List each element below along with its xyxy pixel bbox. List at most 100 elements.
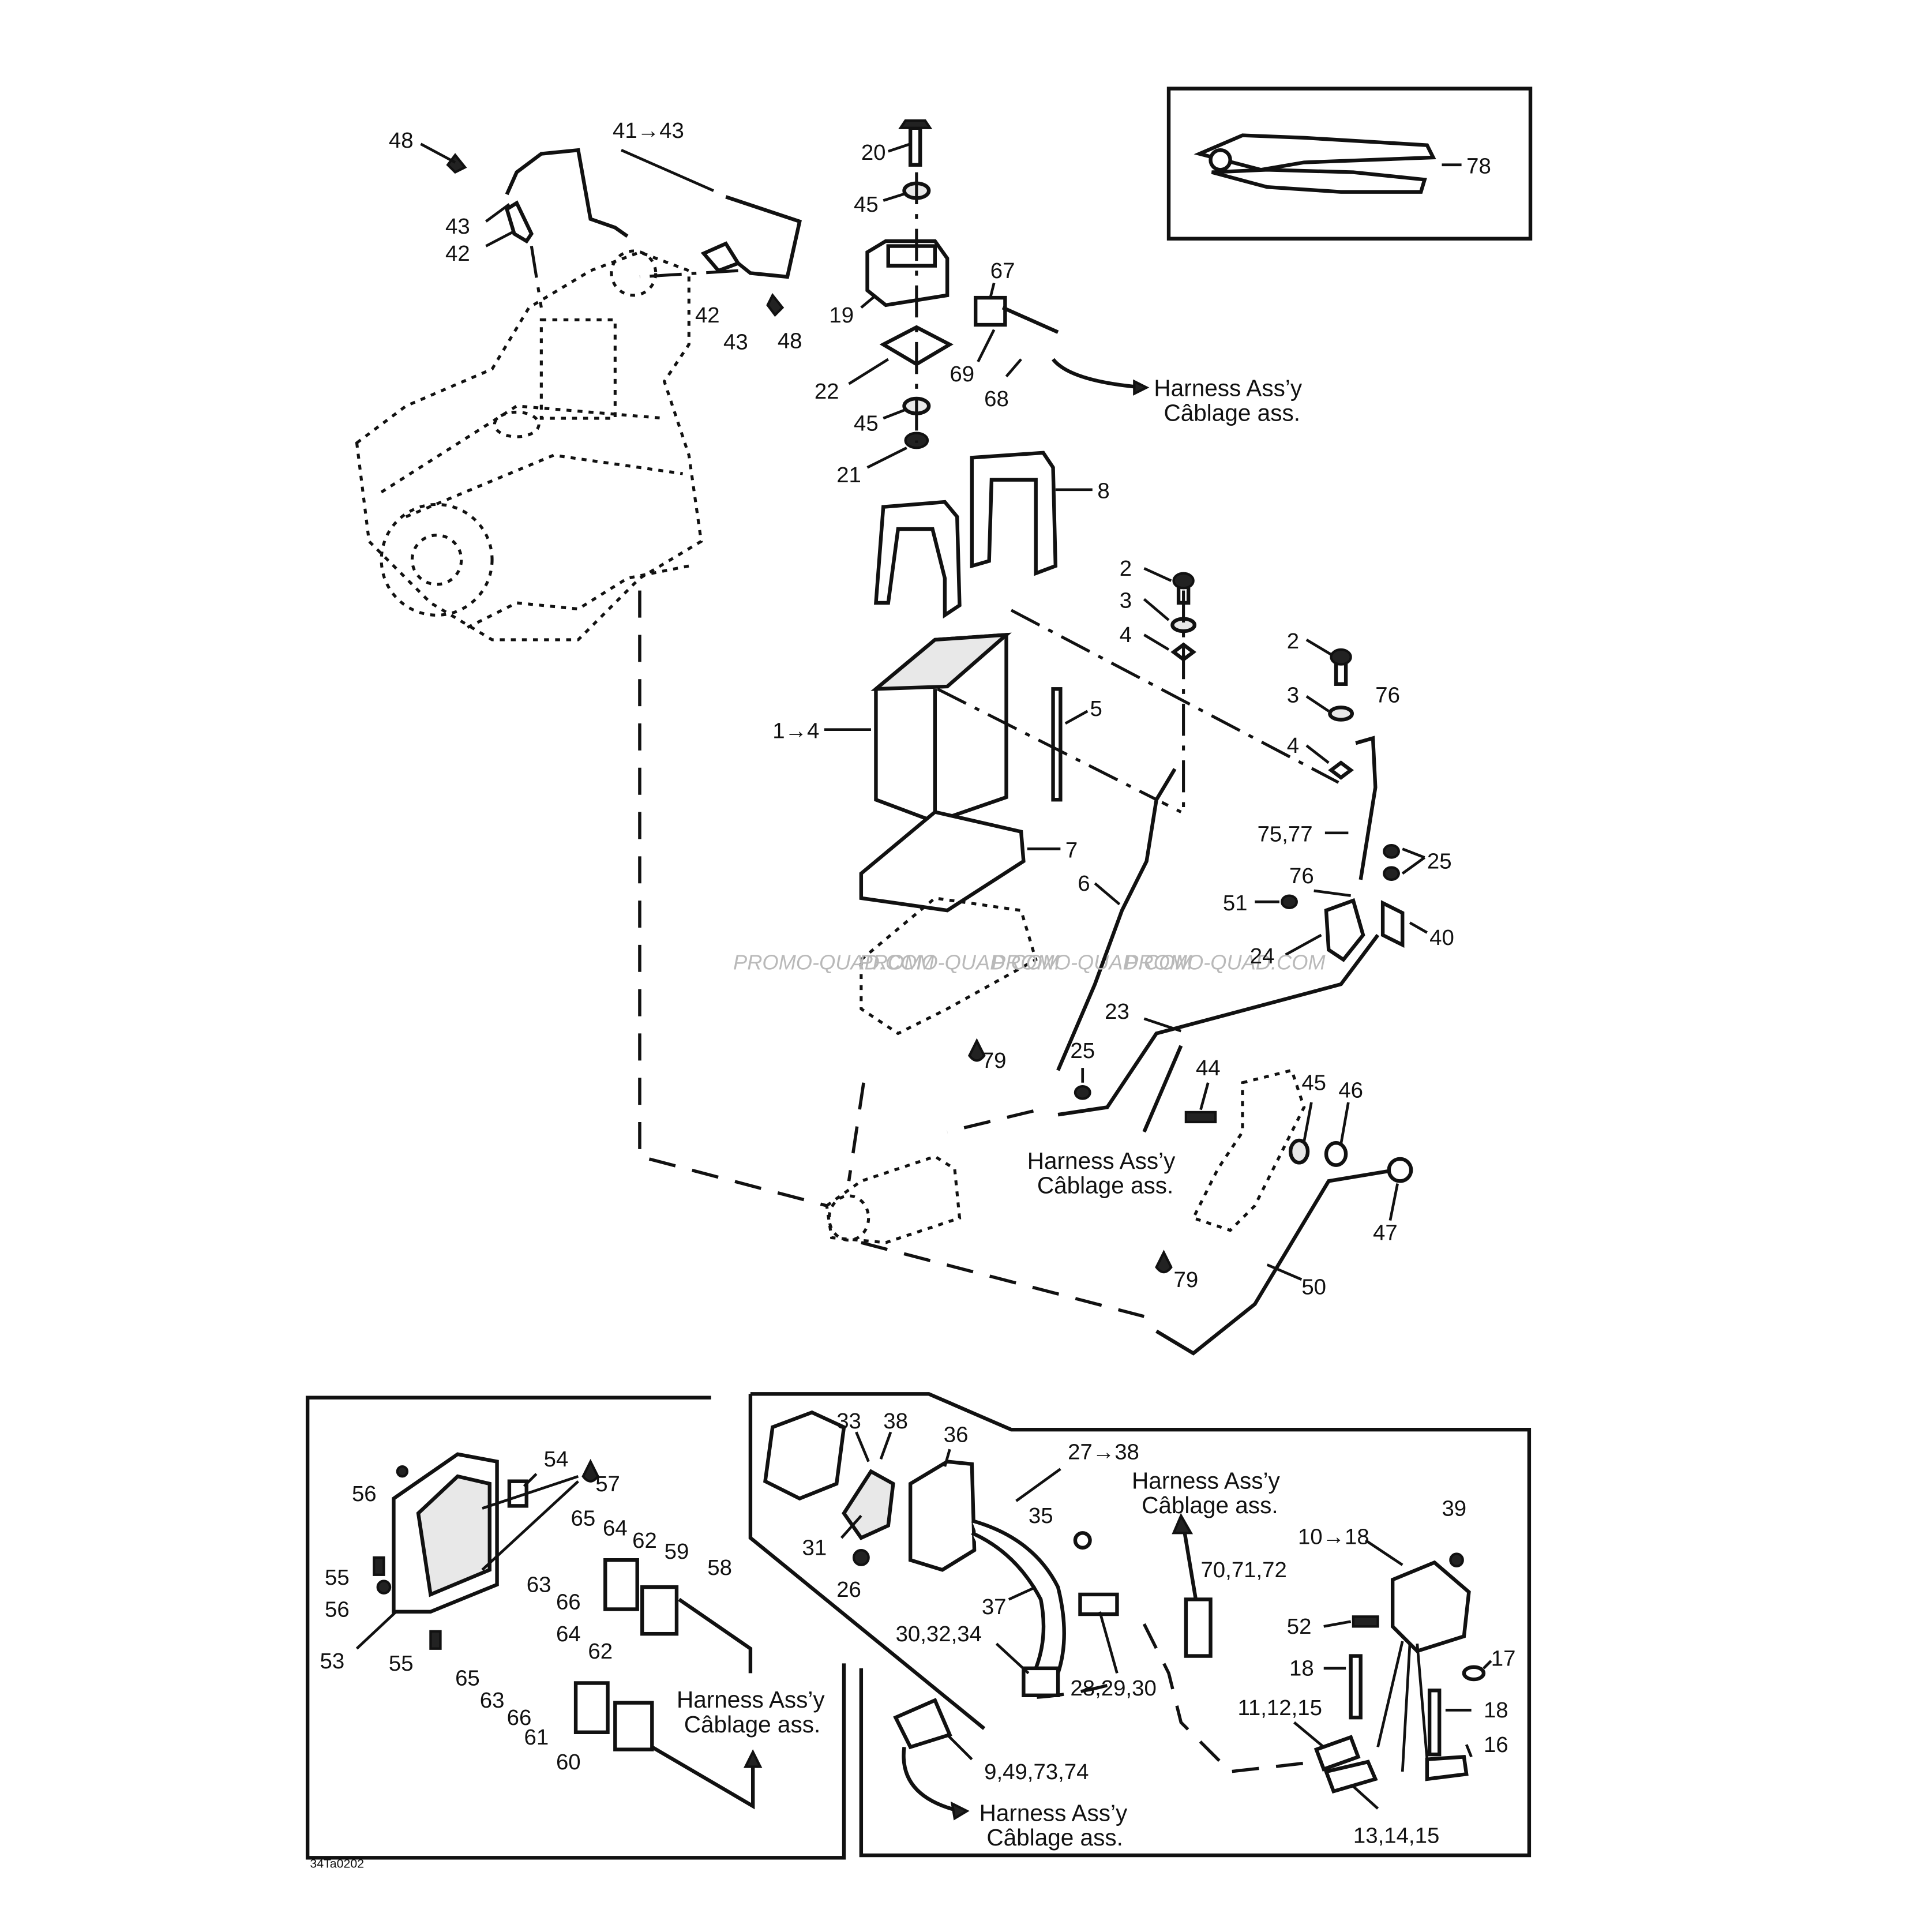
callout-43: 43 [445,214,470,239]
leader-52 [1323,1620,1352,1628]
bolt-20 [908,126,922,167]
callout-67: 67 [990,258,1015,283]
ground-bracket [1184,1068,1413,1232]
nut-25-a [1383,844,1400,859]
engine-detail-2 [405,453,683,519]
callout-65: 65 [455,1666,480,1691]
leader-41-43 [621,149,714,192]
harness-label-en: Harness Ass’y [1132,1468,1280,1494]
leader-27-38 [1015,1468,1061,1502]
solenoid-area [1255,844,1428,962]
callout-79: 79 [1174,1267,1199,1292]
arrow-60-head [743,1749,763,1768]
regulator-wires [1376,1641,1429,1772]
callout-42: 42 [445,241,470,266]
connector-11-12-15 [1313,1735,1361,1772]
leader-3-center [1143,598,1170,621]
callout-18: 18 [1289,1656,1314,1681]
starter-side-dash [847,1082,865,1181]
leader-10-18 [1364,1539,1403,1566]
strap-left [873,500,962,619]
callout-64: 64 [603,1516,628,1541]
callout-37: 37 [982,1595,1007,1619]
terminal-16 [1425,1755,1469,1781]
callout-68: 68 [984,387,1009,411]
cover-40 [1380,900,1405,948]
leader-19 [860,294,877,309]
harness-label-bottom: Harness Ass’y Câblage ass. [979,1799,1128,1851]
callout-57: 57 [595,1472,620,1496]
fastener-56-top [396,1465,409,1478]
callout-30-32-34: 30,32,34 [896,1622,982,1646]
leader-40 [1409,921,1428,934]
harness-label-fr: Câblage ass. [1142,1492,1278,1518]
callout-70-71-72: 70,71,72 [1200,1558,1286,1582]
engine-flywheel [380,502,494,617]
boot-42-right [700,241,741,273]
arrow-to-harness-top [1052,358,1144,389]
bolt-20-head [898,119,933,129]
callout-45: 45 [854,411,879,436]
nut-25-b [1383,866,1400,881]
connector-28-29-30 [1078,1592,1119,1616]
harness-label-cdi: Harness Ass’y Câblage ass. [1132,1468,1280,1519]
callout-1-4: 1→4 [772,719,819,744]
leader-2-right [1305,638,1332,656]
callout-46: 46 [1338,1078,1363,1102]
callout-7: 7 [1065,838,1078,862]
callout-48: 48 [389,128,414,153]
wire-dash-30 [1021,1684,1108,1700]
leader-30-32-34 [995,1642,1030,1675]
ecu-box [305,1395,846,1860]
cable-6 [1056,768,1177,1071]
battery-tray-7 [859,810,1026,913]
arrow-9-harness [902,1746,960,1813]
terminal-hardware-center [1143,567,1197,812]
leader-4-center [1143,633,1170,651]
connector-61 [573,1681,610,1734]
terminal-hardware-right [1305,638,1354,780]
leader-45-bracket [1303,1102,1313,1142]
centerline-wire-left [530,246,543,308]
harness-label-fr: Câblage ass. [986,1824,1123,1851]
leader-47 [1388,1183,1399,1221]
bolt-44 [1184,1111,1217,1124]
engine-to-starter-dash [638,590,827,1207]
callout-11-12-15: 11,12,15 [1237,1695,1322,1720]
callout-79: 79 [982,1048,1007,1073]
wire-43-left [505,148,629,238]
callout-18: 18 [1484,1698,1508,1723]
callout-75-77: 75,77 [1258,822,1313,847]
boot-42-left [504,200,534,244]
screw-26 [852,1549,870,1566]
arrow-70-head [1172,1513,1194,1535]
callout-48: 48 [778,329,802,354]
callout-62: 62 [588,1639,613,1664]
leader-3-right [1305,695,1330,712]
leader-69 [977,329,996,363]
callout-27-38: 27→38 [1068,1439,1139,1464]
tie-17 [1462,1665,1486,1682]
harness-label-fr: Câblage ass. [1037,1172,1174,1199]
callout-56: 56 [352,1481,377,1506]
fastener-56-lower [376,1580,392,1595]
solenoid-24 [1324,898,1365,962]
leader-9-49-73-74 [946,1734,973,1761]
wire-dash-to-regulator [1142,1623,1317,1773]
callout-50: 50 [1301,1275,1326,1300]
inset-frame [1166,87,1533,241]
callout-24: 24 [1250,944,1275,969]
cable-23 [1057,933,1380,1117]
leader-48-top [420,142,456,164]
leader-54 [523,1473,538,1487]
sleeve-18-left [1349,1654,1363,1720]
screw-55-lower [429,1630,442,1650]
starter-to-cable-50-dash [861,1241,1145,1318]
callout-45: 45 [1301,1071,1326,1096]
harness-label-ecu: Harness Ass’y Câblage ass. [677,1686,825,1738]
callout-22: 22 [815,379,839,404]
leader-68 [1005,358,1022,378]
nut-47 [1387,1157,1413,1183]
